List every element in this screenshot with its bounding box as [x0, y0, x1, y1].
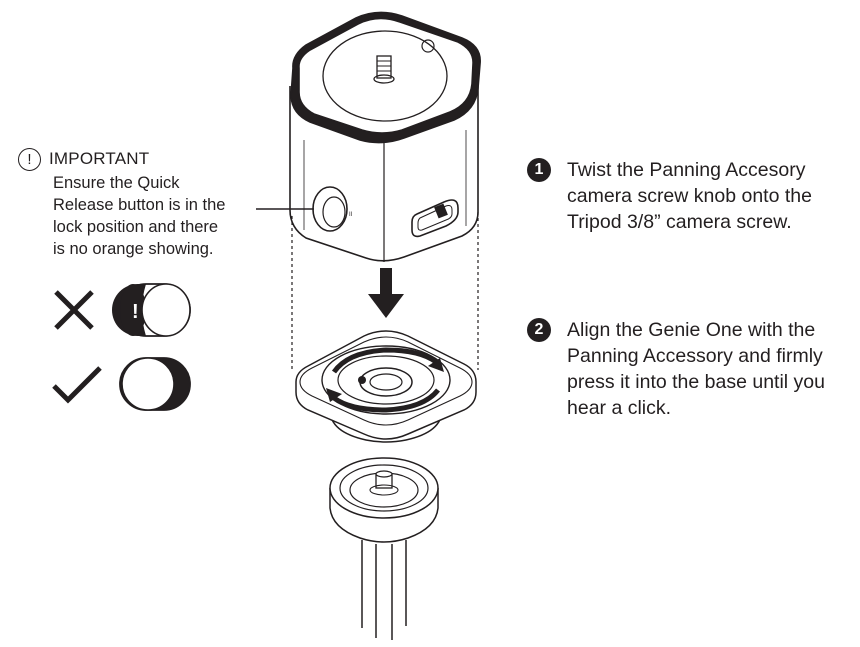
down-arrow-icon	[368, 268, 404, 318]
step-line: Align the Genie One with the	[567, 319, 816, 341]
tripod-head	[329, 457, 439, 640]
step-1-text: Twist the Panning Accesory camera screw …	[567, 157, 812, 235]
locked-button-icon	[119, 357, 191, 411]
step-1: 1 Twist the Panning Accesory camera scre…	[527, 157, 857, 235]
step-2: 2 Align the Genie One with the Panning A…	[527, 317, 857, 421]
step-2-text: Align the Genie One with the Panning Acc…	[567, 317, 825, 421]
important-line: lock position and there	[53, 218, 219, 236]
important-text: Ensure the Quick Release button is in th…	[53, 172, 278, 260]
panning-accessory	[295, 330, 477, 443]
step-number-badge: 2	[527, 318, 551, 342]
important-header: ! IMPORTANT	[18, 146, 278, 172]
step-line: camera screw knob onto the	[567, 185, 812, 207]
genie-one-device: II	[289, 11, 481, 262]
step-line: Panning Accessory and firmly	[567, 345, 823, 367]
step-line: Tripod 3/8” camera screw.	[567, 211, 792, 233]
step-line: Twist the Panning Accesory	[567, 159, 806, 181]
important-note: ! IMPORTANT Ensure the Quick Release but…	[18, 146, 278, 260]
important-line: Ensure the Quick	[53, 174, 180, 192]
svg-text:!: !	[132, 301, 139, 323]
important-title: IMPORTANT	[49, 149, 150, 168]
step-line: hear a click.	[567, 397, 672, 419]
exclamation-circle-icon: !	[18, 147, 41, 171]
svg-text:II: II	[349, 212, 353, 218]
cross-icon	[54, 290, 94, 330]
important-line: is no orange showing.	[53, 240, 214, 258]
unlocked-exclamation-button-icon: !	[112, 283, 191, 337]
step-number-badge: 1	[527, 158, 551, 182]
alignment-guides	[291, 212, 479, 372]
important-line: Release button is in the	[53, 196, 226, 214]
step-line: press it into the base until you	[567, 371, 825, 393]
checkmark-icon	[52, 366, 102, 404]
